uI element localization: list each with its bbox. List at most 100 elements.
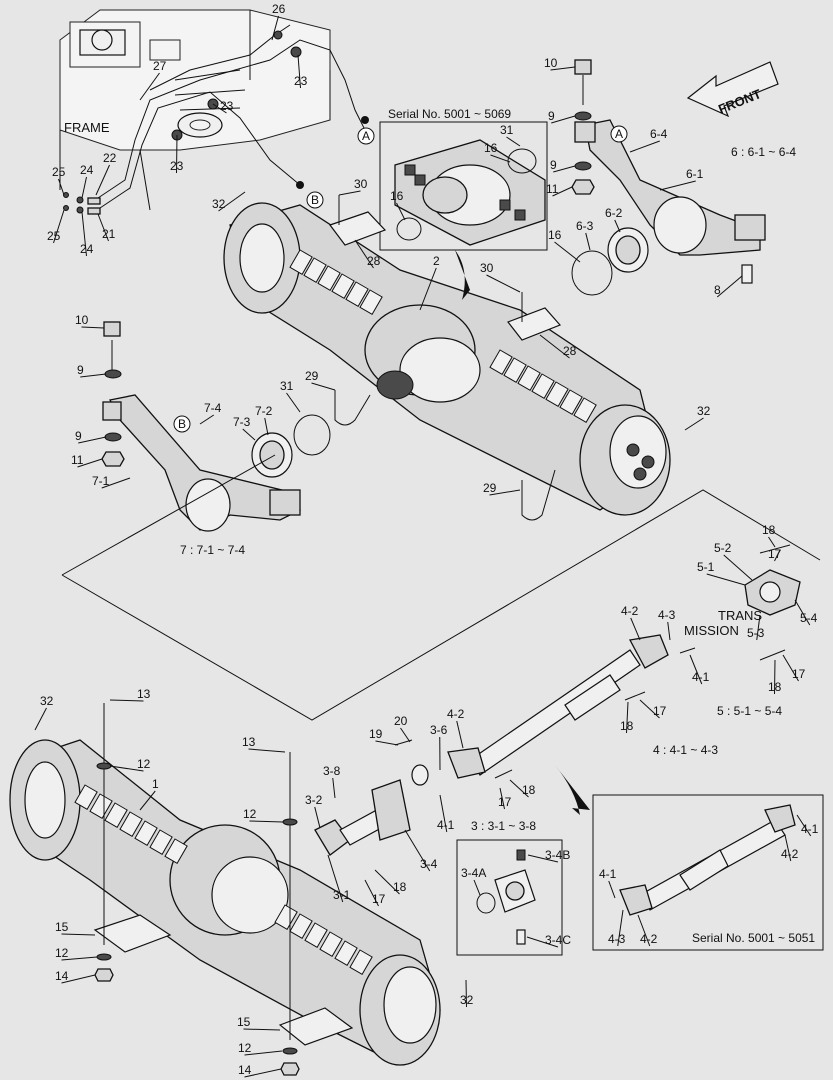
callout-c53: 4-1 bbox=[692, 670, 710, 684]
callout-c18: 10 bbox=[75, 313, 89, 327]
leader-c12 bbox=[218, 191, 246, 212]
leader-c33 bbox=[552, 186, 573, 197]
callout-c7: 24 bbox=[80, 163, 94, 177]
axle-fin bbox=[559, 389, 583, 416]
axle-fin bbox=[303, 257, 327, 284]
leader-c79 bbox=[61, 956, 98, 961]
leader-c59 bbox=[139, 790, 156, 811]
group-5-label: 5 : 5-1 ~ 5-4 bbox=[717, 704, 782, 718]
callout-c24: 7-3 bbox=[233, 415, 251, 429]
callout-c80: 14 bbox=[55, 969, 69, 983]
axle-fin bbox=[517, 365, 541, 392]
inset-3-4 bbox=[456, 839, 563, 956]
axle-fin bbox=[104, 802, 128, 829]
leader-c77 bbox=[526, 936, 559, 948]
leader-c32 bbox=[553, 165, 576, 173]
leader-c52 bbox=[667, 621, 671, 641]
leader-c65 bbox=[456, 720, 464, 749]
callout-c79: 12 bbox=[55, 946, 69, 960]
callout-c68: 3-1 bbox=[333, 888, 351, 902]
leader-c24 bbox=[242, 428, 256, 441]
leader-c46 bbox=[706, 573, 746, 586]
callout-c45: 5-2 bbox=[714, 541, 732, 555]
callout-A-text-1: A bbox=[362, 129, 370, 143]
callout-c85: 4-1 bbox=[801, 822, 819, 836]
serial-inset-shaft bbox=[592, 794, 824, 951]
callout-c46: 5-1 bbox=[697, 560, 715, 574]
leader-c72 bbox=[439, 794, 448, 833]
leader-c10 bbox=[81, 211, 87, 257]
callout-c73: 17 bbox=[498, 795, 512, 809]
leader-c27 bbox=[311, 382, 336, 391]
leader-c67 bbox=[314, 806, 321, 829]
bushing-7-2-7-3 bbox=[251, 414, 331, 478]
callout-c61: 12 bbox=[243, 807, 257, 821]
axle-fin bbox=[119, 811, 143, 838]
callout-c86: 4-2 bbox=[781, 847, 799, 861]
leader-c16 bbox=[486, 274, 521, 293]
group-3-label: 3 : 3-1 ~ 3-8 bbox=[471, 819, 536, 833]
axle-fin bbox=[573, 397, 597, 424]
leader-c17 bbox=[539, 334, 570, 359]
leader-c43 bbox=[768, 536, 776, 548]
front-axle-fins bbox=[289, 249, 597, 424]
pad-15-left bbox=[93, 914, 172, 953]
callout-c76: 3-4A bbox=[461, 866, 486, 880]
callout-c71: 3-4 bbox=[420, 857, 438, 871]
callout-c55: 17 bbox=[653, 704, 667, 718]
axle-fin bbox=[164, 838, 188, 865]
callout-c57: 13 bbox=[137, 687, 151, 701]
spacer-plate-28-lower bbox=[507, 307, 562, 341]
leader-c5 bbox=[176, 134, 178, 174]
spacer-plate-28-upper bbox=[329, 211, 387, 246]
callout-c12: 32 bbox=[212, 197, 226, 211]
leader-c68 bbox=[327, 854, 344, 903]
callout-c74: 18 bbox=[522, 783, 536, 797]
axle-fin bbox=[304, 922, 328, 949]
leader-c71 bbox=[404, 829, 431, 872]
callout-B-marker bbox=[173, 191, 324, 433]
callout-c69: 18 bbox=[393, 880, 407, 894]
callout-c30: 10 bbox=[544, 56, 558, 70]
callout-c15: 2 bbox=[433, 254, 440, 268]
callout-A-text-2: A bbox=[615, 127, 623, 141]
leader-c15 bbox=[419, 267, 437, 311]
leader-c50 bbox=[782, 654, 799, 682]
callout-c47: 5-3 bbox=[747, 626, 765, 640]
leader-c38 bbox=[490, 154, 511, 163]
callout-c4: 23 bbox=[220, 99, 234, 113]
callout-c38: 16 bbox=[484, 141, 498, 155]
callout-c23: 7-2 bbox=[255, 404, 273, 418]
leader-c39 bbox=[716, 275, 743, 298]
callout-c56: 32 bbox=[40, 694, 54, 708]
callout-c29: 32 bbox=[697, 404, 711, 418]
callout-c50: 17 bbox=[792, 667, 806, 681]
callout-c77: 3-4C bbox=[545, 933, 571, 947]
callout-B-text-2: B bbox=[178, 417, 186, 431]
leader-c13 bbox=[338, 190, 361, 196]
leader-c45 bbox=[723, 554, 753, 581]
leader-c18 bbox=[81, 326, 105, 329]
leader-c26 bbox=[286, 392, 301, 413]
leader-c54 bbox=[626, 701, 629, 734]
yoke-group-5 bbox=[744, 544, 801, 661]
frame-label: FRAME bbox=[64, 120, 110, 135]
callout-c48: 5-4 bbox=[800, 611, 818, 625]
leader-c70 bbox=[364, 879, 379, 907]
leader-c85 bbox=[796, 814, 812, 837]
group-6-label: 6 : 6-1 ~ 6-4 bbox=[731, 145, 796, 159]
pad-15-right bbox=[278, 1007, 354, 1046]
axle-fin bbox=[289, 913, 313, 940]
leader-c36 bbox=[614, 219, 621, 233]
callout-A-marker bbox=[357, 125, 628, 145]
callout-c89: 4-2 bbox=[640, 932, 658, 946]
leader-c30 bbox=[550, 66, 576, 71]
callout-c70: 17 bbox=[372, 892, 386, 906]
callout-c43: 18 bbox=[762, 523, 776, 537]
callout-c41: 16 bbox=[390, 189, 404, 203]
callout-c60: 13 bbox=[242, 735, 256, 749]
leader-c55 bbox=[639, 699, 660, 719]
leader-c89 bbox=[637, 914, 651, 947]
leader-c42 bbox=[554, 241, 581, 263]
